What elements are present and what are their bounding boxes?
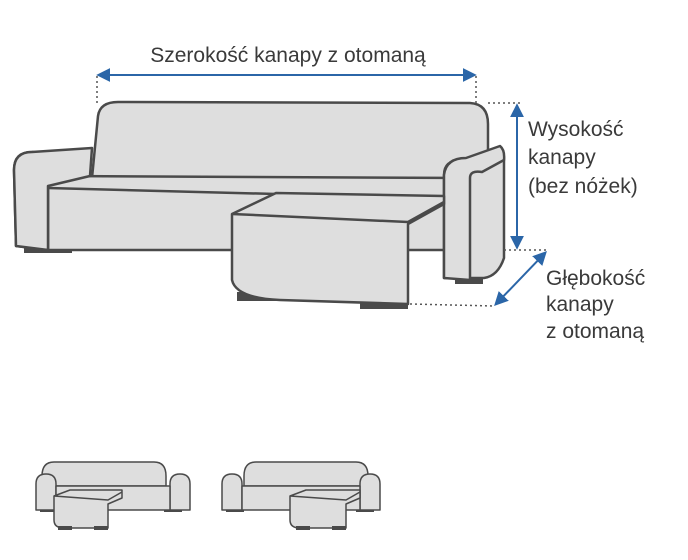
height-label-line1: Wysokość xyxy=(528,118,624,141)
dimension-arrows xyxy=(96,68,547,307)
thumbnail-chaise-left xyxy=(35,461,191,530)
depth-label-line1: Głębokość xyxy=(546,267,645,290)
height-label-line3: (bez nóżek) xyxy=(528,175,638,198)
sofa-backrest xyxy=(90,100,490,186)
chaise-top-edge xyxy=(231,200,445,224)
depth-dimension-arrow xyxy=(494,250,547,307)
height-label-line2: kanapy xyxy=(528,146,596,169)
sofa-seat-line xyxy=(47,186,277,196)
right-armrest-top xyxy=(442,144,506,282)
depth-label-line3: z otomaną xyxy=(546,320,644,343)
left-armrest-front xyxy=(12,146,94,252)
thumbnail-chaise-right xyxy=(221,461,381,530)
main-sofa-illustration xyxy=(12,100,506,309)
depth-label-line2: kanapy xyxy=(546,293,614,316)
width-label: Szerokość kanapy z otomaną xyxy=(150,44,426,67)
dotted-guides xyxy=(96,76,548,307)
